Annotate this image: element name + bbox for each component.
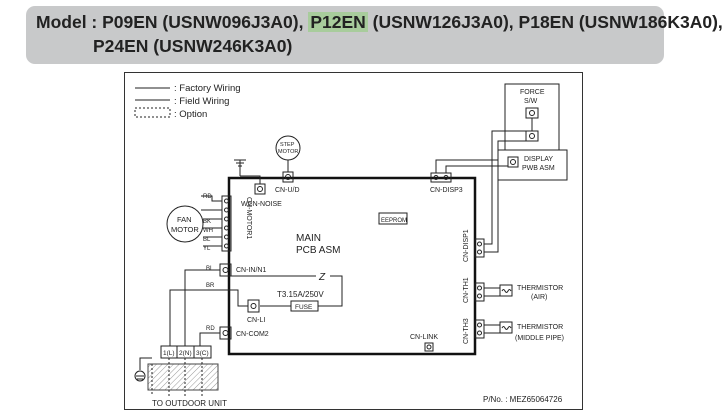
step-motor xyxy=(275,135,301,161)
display-label: DISPLAY xyxy=(524,156,553,163)
cn-motor1-connector xyxy=(221,195,232,252)
wiring-diagram: : Factory Wiring : Field Wiring : Option… xyxy=(134,83,568,408)
thermistor-pipe-symbol xyxy=(499,321,513,334)
fan-label: FAN xyxy=(177,215,192,224)
pwb-asm-label: PWB ASM xyxy=(522,165,555,172)
cn-li-label: CN-LI xyxy=(247,317,265,324)
legend: : Factory Wiring : Field Wiring : Option xyxy=(134,83,241,120)
legend-option: : Option xyxy=(174,109,207,120)
to-outdoor-label: TO OUTDOOR UNIT xyxy=(152,399,227,408)
cn-ud-connector xyxy=(282,171,294,183)
legend-field-wiring: : Field Wiring xyxy=(174,96,229,107)
legend-factory-wiring: : Factory Wiring xyxy=(174,83,241,94)
step-label: STEP xyxy=(280,142,295,148)
wiring-diagram-frame xyxy=(124,72,583,410)
force-label: FORCE xyxy=(520,89,545,96)
wire-color-wh: WH xyxy=(203,228,213,234)
cn-th3-connector xyxy=(474,319,485,339)
cn-ud-label: CN-U/D xyxy=(275,187,300,194)
cn-com2-label: CN-COM2 xyxy=(236,331,269,338)
main-pcb-label-2: PCB ASM xyxy=(296,245,340,256)
model-title-line-2: P24EN (USNW246K3A0) xyxy=(93,36,293,56)
cn-motor1-label: CN-MOTOR1 xyxy=(245,197,252,239)
wire-rd-label: RD xyxy=(206,326,215,332)
cn-li-connector xyxy=(247,299,260,313)
motor-label: MOTOR xyxy=(278,149,298,155)
thermistor-air-label: THERMISTOR xyxy=(517,285,563,292)
model-p12-p18-text: (USNW126J3A0), P18EN (USNW186K3A0), xyxy=(372,12,723,32)
wire-color-bl: BL xyxy=(203,237,211,243)
sw-label: S/W xyxy=(524,98,538,105)
wire-color-rd: RD xyxy=(203,194,212,200)
wire-color-bk: BK xyxy=(203,219,211,225)
fan-motor xyxy=(166,205,204,243)
eeprom-label: EEPROM xyxy=(381,218,407,224)
fan-motor-label: MOTOR xyxy=(171,225,199,234)
terminal-block xyxy=(160,345,212,359)
cn-disp1-connector xyxy=(474,238,485,258)
model-p12en-highlight: P12EN xyxy=(308,12,368,32)
terminal-2n: 2(N) xyxy=(179,350,192,357)
model-header: Model : P09EN (USNW096J3A0), P12EN (USNW… xyxy=(26,6,723,64)
wcn-noise-connector xyxy=(254,183,266,195)
eeprom-chip xyxy=(378,212,408,225)
wire-br-label: BR xyxy=(206,283,215,289)
main-pcb-label-1: MAIN xyxy=(296,233,321,244)
main-pcb-box xyxy=(227,176,477,356)
terminal-1l: 1(L) xyxy=(163,350,175,357)
thermistor-air-symbol xyxy=(499,284,513,297)
cn-th3-label: CN-TH3 xyxy=(463,318,470,344)
cn-in-n1-label: CN-IN/N1 xyxy=(236,267,266,274)
cn-th1-label: CN-TH1 xyxy=(463,277,470,303)
cn-disp3-label: CN-DISP3 xyxy=(430,187,463,194)
wcn-noise-label: WCN-NOISE xyxy=(241,201,282,208)
thermistor-pipe-sub: (MIDDLE PIPE) xyxy=(515,335,564,342)
cn-disp3-connector xyxy=(430,172,452,183)
thermistor-pipe-label: THERMISTOR xyxy=(517,324,563,331)
part-number: P/No. : MEZ65064726 xyxy=(483,395,563,404)
thermistor-air-sub: (AIR) xyxy=(531,294,547,301)
cn-link-label: CN-LINK xyxy=(410,334,438,341)
fuse-label: FUSE xyxy=(295,304,313,311)
wire-color-yl: YL xyxy=(203,246,211,252)
cn-link-connector xyxy=(424,342,434,352)
cn-th1-connector xyxy=(474,282,485,302)
model-label: Model : xyxy=(36,12,98,32)
wire-bl-label: BL xyxy=(206,266,214,272)
terminal-3c: 3(C) xyxy=(196,350,209,357)
model-p09en: P09EN (USNW096J3A0), xyxy=(102,12,304,32)
model-title-line-1: Model : P09EN (USNW096J3A0), P12EN (USNW… xyxy=(36,12,723,33)
z-symbol: Z xyxy=(318,272,326,283)
cn-disp1-label: CN-DISP1 xyxy=(463,229,470,262)
outdoor-cable-bundle xyxy=(147,363,219,391)
fuse-rating-label: T3.15A/250V xyxy=(277,290,324,299)
